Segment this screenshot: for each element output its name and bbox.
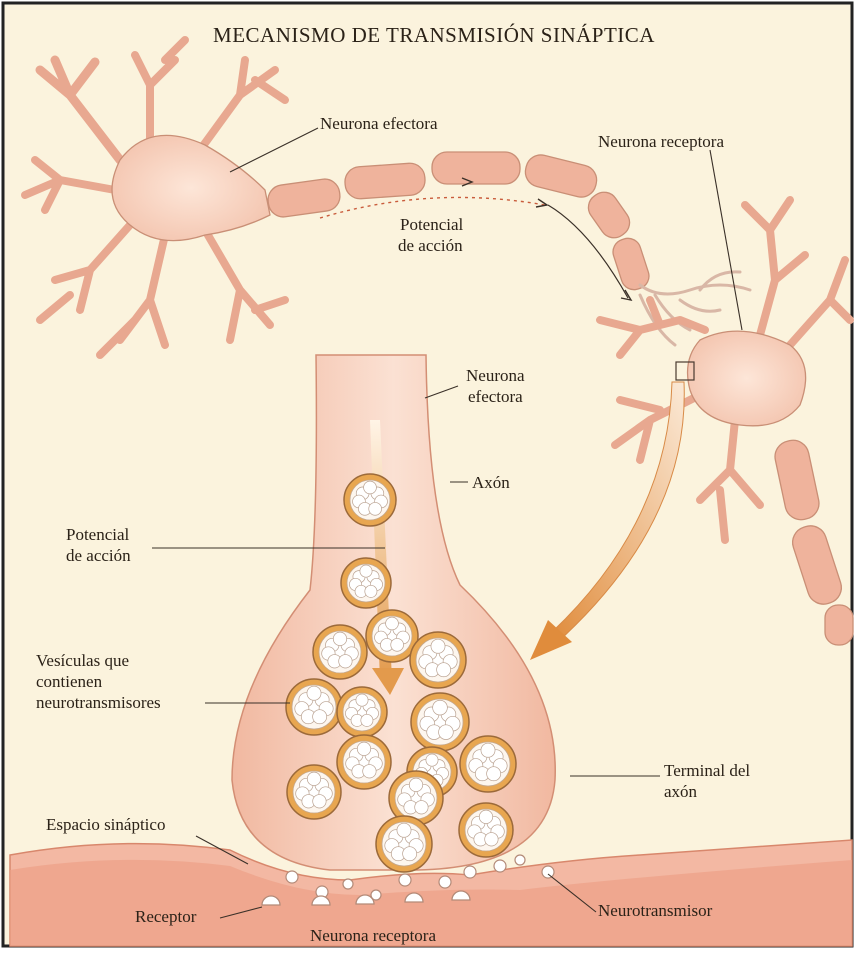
label-potencial-top-2: de acción [398, 236, 463, 255]
vesicle [411, 693, 469, 751]
neurotransmitter [439, 876, 451, 888]
label-vesiculas-2: contienen [36, 672, 103, 691]
vesicle [287, 765, 341, 819]
neurotransmitter [343, 879, 353, 889]
label-axon: Axón [472, 473, 510, 492]
vesicle [459, 803, 513, 857]
vesicle [286, 679, 342, 735]
label-terminal-2: axón [664, 782, 698, 801]
vesicle [344, 474, 396, 526]
myelin-segment [432, 152, 520, 184]
label-neurona-receptora-bottom: Neurona receptora [310, 926, 436, 945]
label-neurona-receptora-top: Neurona receptora [598, 132, 724, 151]
receptor-soma [688, 331, 806, 426]
neurotransmitter [542, 866, 554, 878]
myelin-segment [825, 605, 853, 645]
myelin-segment [344, 162, 426, 200]
diagram-title: MECANISMO DE TRANSMISIÓN SINÁPTICA [213, 23, 655, 47]
neurotransmitter [494, 860, 506, 872]
neurotransmitter [286, 871, 298, 883]
label-potencial-inset-1: Potencial [66, 525, 130, 544]
neurotransmitter [399, 874, 411, 886]
vesicle [313, 625, 367, 679]
vesicle [341, 558, 391, 608]
label-neurotransmisor: Neurotransmisor [598, 901, 713, 920]
label-neurona-efectora-top: Neurona efectora [320, 114, 438, 133]
vesicle [337, 687, 387, 737]
label-vesiculas-1: Vesículas que [36, 651, 129, 670]
vesicle [376, 816, 432, 872]
label-receptor: Receptor [135, 907, 197, 926]
label-espacio-sinaptico: Espacio sináptico [46, 815, 165, 834]
vesicle [410, 632, 466, 688]
vesicle [460, 736, 516, 792]
label-potencial-inset-2: de acción [66, 546, 131, 565]
label-vesiculas-3: neurotransmisores [36, 693, 161, 712]
label-terminal-1: Terminal del [664, 761, 750, 780]
neurotransmitter [515, 855, 525, 865]
label-neurona-efectora-inset-1: Neurona [466, 366, 525, 385]
label-neurona-efectora-inset-2: efectora [468, 387, 523, 406]
vesicle [337, 735, 391, 789]
neurotransmitter [464, 866, 476, 878]
label-potencial-top-1: Potencial [400, 215, 464, 234]
